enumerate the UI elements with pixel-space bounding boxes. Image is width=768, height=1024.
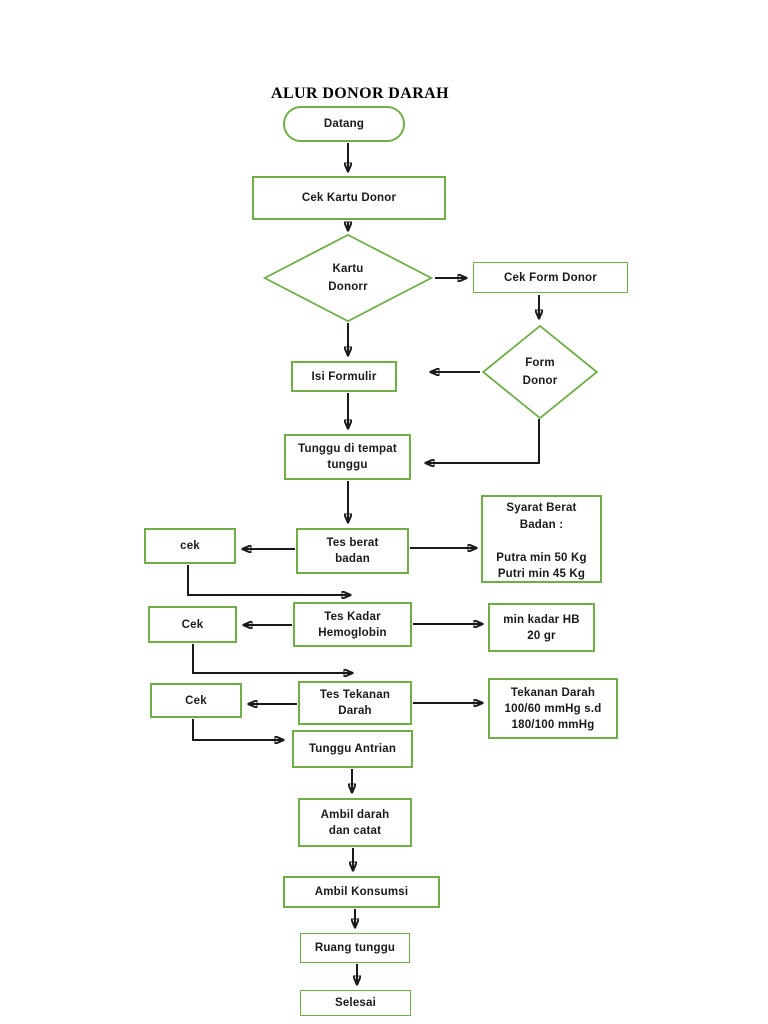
flow-node-label: Kartu Donorr bbox=[328, 263, 368, 293]
flow-node-label: Tes Tekanan Darah bbox=[319, 689, 391, 717]
flow-node-isi-formulir: Isi Formulir bbox=[291, 361, 397, 392]
flow-node-label: Tunggu di tempat tunggu bbox=[298, 443, 397, 471]
diamond-shape bbox=[482, 325, 598, 419]
page-title: ALUR DONOR DARAH bbox=[271, 85, 449, 102]
flow-node-cek-kartu-donor: Cek Kartu Donor bbox=[252, 176, 446, 220]
flow-node-label: min kadar HB 20 gr bbox=[503, 613, 580, 642]
flow-node-tes-kadar-hemoglobin: Tes Kadar Hemoglobin bbox=[293, 602, 412, 647]
flow-node-form-donor-decision: Form Donor bbox=[482, 325, 598, 419]
flow-node-label: Syarat Berat Badan : Putra min 50 Kg Put… bbox=[496, 502, 587, 580]
flow-node-selesai: Selesai bbox=[300, 990, 411, 1016]
flow-node-label: Form Donor bbox=[522, 357, 558, 387]
flow-node-kartu-donor-decision: Kartu Donorr bbox=[263, 234, 433, 322]
flow-node-label: Datang bbox=[323, 118, 365, 130]
flow-node-label: Ambil Konsumsi bbox=[314, 886, 409, 898]
flow-node-cek-1: cek bbox=[144, 528, 236, 564]
flow-node-cek-2: Cek bbox=[148, 606, 237, 643]
flow-node-tunggu-di-tempat-tunggu: Tunggu di tempat tunggu bbox=[284, 434, 411, 480]
flow-node-label: Tes Kadar Hemoglobin bbox=[318, 610, 387, 639]
flow-node-label: Cek bbox=[185, 694, 207, 707]
flow-node-label: Ambil darah dan catat bbox=[320, 808, 390, 837]
diamond-shape bbox=[263, 234, 433, 322]
flow-node-cek-form-donor: Cek Form Donor bbox=[473, 262, 628, 293]
flow-node-label: Cek bbox=[181, 618, 204, 631]
flow-node-label: Tes berat badan bbox=[326, 537, 379, 565]
flow-node-tes-tekanan-darah: Tes Tekanan Darah bbox=[298, 681, 412, 725]
flow-node-ambil-darah-dan-catat: Ambil darah dan catat bbox=[298, 798, 412, 847]
flow-node-tunggu-antrian: Tunggu Antrian bbox=[292, 730, 413, 768]
flow-node-label: Tunggu Antrian bbox=[308, 743, 397, 755]
flow-node-label: cek bbox=[180, 540, 200, 552]
flow-node-min-kadar-hb: min kadar HB 20 gr bbox=[488, 603, 595, 652]
flow-node-ambil-konsumsi: Ambil Konsumsi bbox=[283, 876, 440, 908]
connector-arrow bbox=[192, 644, 352, 673]
connector-arrow bbox=[192, 719, 283, 740]
flow-node-label: Tekanan Darah 100/60 mmHg s.d 180/100 mm… bbox=[504, 686, 602, 731]
flow-node-ruang-tunggu: Ruang tunggu bbox=[300, 933, 410, 963]
flow-node-label: Cek Kartu Donor bbox=[301, 192, 397, 204]
connector-arrow bbox=[426, 419, 540, 463]
flow-node-label: Isi Formulir bbox=[311, 370, 377, 383]
flow-node-tes-berat-badan: Tes berat badan bbox=[296, 528, 409, 574]
flow-node-label: Ruang tunggu bbox=[314, 942, 396, 954]
flow-node-syarat-berat-badan: Syarat Berat Badan : Putra min 50 Kg Put… bbox=[481, 495, 602, 583]
flow-node-label: Cek Form Donor bbox=[504, 271, 597, 284]
flow-node-datang: Datang bbox=[283, 106, 405, 142]
flow-node-cek-3: Cek bbox=[150, 683, 242, 718]
flow-node-tekanan-darah-info: Tekanan Darah 100/60 mmHg s.d 180/100 mm… bbox=[488, 678, 618, 739]
flow-node-label: Selesai bbox=[334, 997, 377, 1009]
